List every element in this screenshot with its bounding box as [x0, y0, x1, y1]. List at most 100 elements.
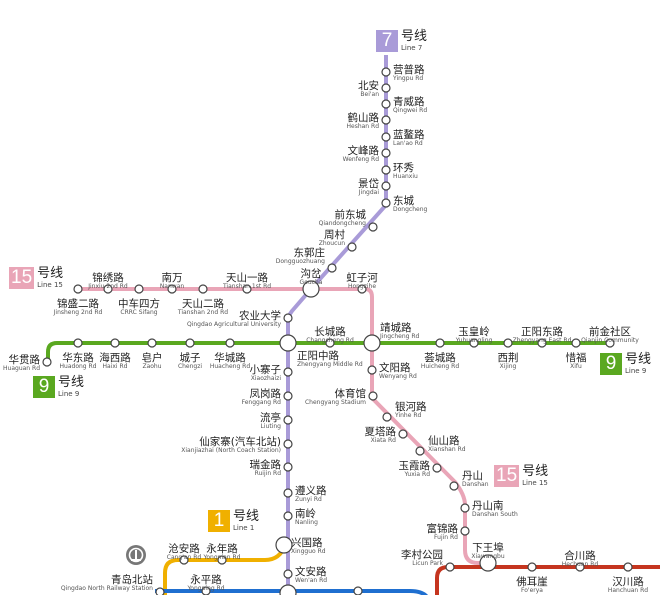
station-name-cn: 遵义路	[295, 484, 327, 497]
station-name-cn: 下王埠	[472, 541, 504, 554]
station-name-en: Xijing	[500, 363, 517, 370]
station-name-cn: 佛耳崖	[516, 575, 548, 588]
line-15-cn: 号线	[37, 266, 64, 281]
station-name-en: Wenyang Rd	[379, 373, 417, 380]
station-name-en: Xiata Rd	[371, 437, 397, 444]
station-name-cn: 沟岔	[301, 267, 322, 280]
station-marker	[155, 587, 165, 595]
station[interactable]: 仙家寨(汽车北站)Xianjiazhai (North Coach Statio…	[181, 435, 293, 454]
station-name-en: Xifu	[570, 363, 582, 370]
station-marker	[103, 284, 113, 294]
station-marker	[381, 181, 391, 191]
station-name-en: Xingguo Rd	[291, 548, 326, 555]
station-name-cn: 虹子河	[346, 272, 378, 284]
station-name-cn: 合川路	[564, 549, 596, 562]
station-marker	[73, 338, 83, 348]
station[interactable]	[353, 586, 363, 595]
station-marker	[445, 562, 455, 572]
station-marker	[134, 284, 144, 294]
station-name-cn: 中车四方	[118, 297, 160, 310]
station-name-en: Xiaozhaizi	[251, 375, 282, 382]
station-name-en: Dongguozhuang	[276, 258, 325, 265]
station-name-cn: 惜福	[566, 351, 587, 364]
station-name-en: Zhengyang Middle Rd	[297, 361, 363, 368]
station-name-cn: 文阳路	[379, 361, 411, 374]
line-9-en: Line 9	[58, 390, 80, 398]
station-name-cn: 锦绣路	[92, 271, 124, 284]
station-name-cn: 文安路	[295, 565, 327, 578]
station-name-en: Chengyang Stadium	[305, 399, 366, 406]
station-name-cn: 丹山	[462, 470, 483, 482]
station-name-en: Wen'an Rd	[295, 577, 327, 584]
station-marker	[147, 338, 157, 348]
station[interactable]	[279, 584, 297, 595]
station-name-en: Fo'erya	[521, 587, 543, 594]
station-name-en: Xianjiazhai (North Coach Station)	[181, 447, 281, 454]
station-marker	[368, 391, 378, 401]
